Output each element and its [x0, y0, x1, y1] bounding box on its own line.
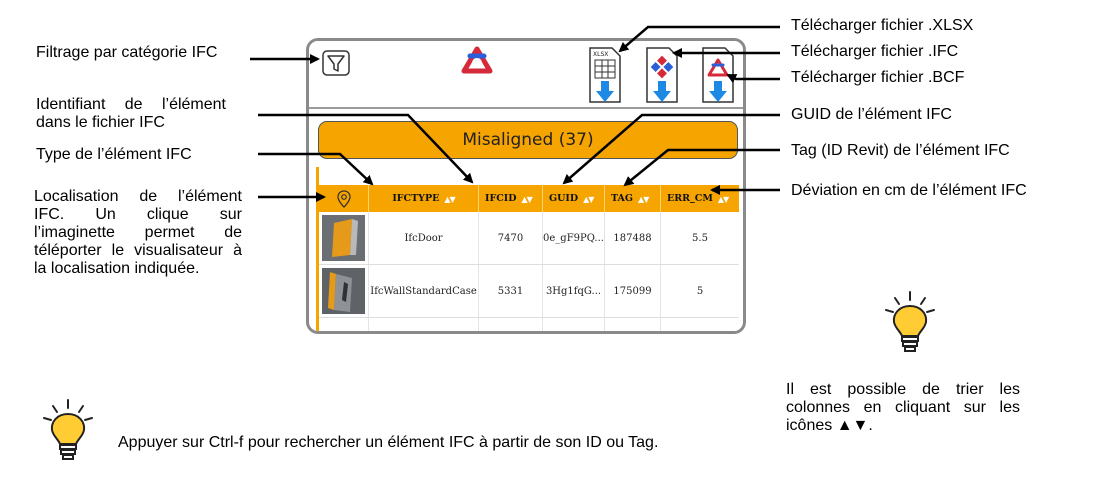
column-guid[interactable]: GUID ▲▼: [543, 185, 605, 212]
cell-tag: 175099: [605, 265, 661, 317]
element-thumbnail[interactable]: [322, 215, 365, 261]
column-ifcid-label: IFCID: [485, 193, 517, 204]
cell-ifcid: [479, 318, 543, 331]
filter-annotation: Filtrage par catégorie IFC: [36, 44, 218, 61]
column-tag[interactable]: TAG ▲▼: [605, 185, 661, 212]
arrow-xlsx: [618, 25, 780, 53]
tag-annotation: Tag (ID Revit) de l’élément IFC: [791, 142, 1010, 159]
filter-icon: [322, 50, 350, 76]
cell-ifctype: IfcDoor: [369, 212, 479, 264]
column-tag-label: TAG: [611, 193, 634, 204]
filter-button[interactable]: [322, 50, 350, 76]
ifc-download-icon: [646, 47, 678, 103]
cell-ifcid: 5331: [479, 265, 543, 317]
arrow-guid: [562, 113, 780, 185]
banner-title: Misaligned (37): [462, 130, 594, 150]
sort-icon[interactable]: ▲▼: [638, 193, 649, 204]
cell-err-cm: 5: [696, 285, 704, 297]
thumbnail-cell: [319, 318, 369, 331]
type-annotation: Type de l’élément IFC: [36, 146, 192, 163]
thumbnail-cell[interactable]: [319, 265, 369, 317]
category-banner[interactable]: Misaligned (37): [318, 121, 738, 159]
element-thumbnail[interactable]: [322, 268, 365, 314]
sort-icon[interactable]: ▲▼: [521, 193, 532, 204]
svg-text:XLSX: XLSX: [593, 51, 608, 58]
sort-icon[interactable]: ▲▼: [583, 193, 594, 204]
panel-toolbar: XLSX: [309, 41, 743, 109]
column-location: [319, 185, 369, 212]
lightbulb-icon: [43, 399, 93, 460]
arrow-type: [258, 152, 374, 186]
cell-guid: 3Hg1fqG...: [543, 265, 605, 317]
door-preview-icon: [322, 215, 365, 261]
location-pin-icon: [336, 189, 351, 208]
column-ifctype[interactable]: IFCTYPE ▲▼: [369, 185, 479, 212]
sort-icon[interactable]: ▲▼: [717, 193, 729, 204]
location-annotation: Localisation de l’élément IFC. Un clique…: [34, 188, 242, 277]
download-xlsx-annotation: Télécharger fichier .XLSX: [791, 17, 974, 34]
xlsx-download-icon: XLSX: [589, 47, 621, 103]
lightbulb-icon: [885, 291, 935, 352]
sort-tip: Il est possible de trier les colonnes en…: [786, 381, 1020, 434]
download-ifc-annotation: Télécharger fichier .IFC: [791, 43, 959, 60]
misaligned-panel: XLSX: [306, 38, 746, 334]
deviation-annotation: Déviation en cm de l’élément IFC: [791, 182, 1027, 199]
table-row[interactable]: IfcDoor 7470 0e_gF9PQ... 187488 5.5: [319, 212, 739, 265]
column-guid-label: GUID: [549, 193, 579, 204]
arrow-bcf: [726, 73, 780, 84]
arrow-ifcid: [258, 113, 474, 184]
download-ifc-button[interactable]: [645, 47, 679, 103]
column-err-cm-label: ERR_CM: [667, 193, 713, 204]
accent-bar: [316, 167, 319, 331]
column-err-cm[interactable]: ERR_CM ▲▼: [661, 185, 739, 212]
arrow-tag: [623, 148, 780, 187]
download-bcf-annotation: Télécharger fichier .BCF: [791, 69, 965, 86]
cell-ifcid: 7470: [479, 212, 543, 264]
cell-ifctype: [369, 318, 479, 331]
table-row[interactable]: IfcWallStandardCase 5331 3Hg1fqG... 1750…: [319, 265, 739, 318]
column-ifctype-label: IFCTYPE: [392, 193, 440, 204]
ifcid-annotation: Identifiant de l’élément dans le fichier…: [36, 96, 226, 131]
cell-tag: [605, 318, 661, 331]
cell-ifctype: IfcWallStandardCase: [369, 265, 479, 317]
cell-guid: 0e_gF9PQ...: [543, 212, 605, 264]
table-row: [319, 318, 739, 331]
cell-tag: 187488: [605, 212, 661, 264]
thumbnail-cell[interactable]: [319, 212, 369, 264]
cell-guid: [543, 318, 605, 331]
cell-err-cm: 5.5: [692, 232, 708, 244]
download-xlsx-button[interactable]: XLSX: [588, 47, 622, 103]
search-tip: Appuyer sur Ctrl-f pour rechercher un él…: [118, 434, 659, 451]
wall-preview-icon: [322, 268, 365, 314]
column-ifcid[interactable]: IFCID ▲▼: [479, 185, 543, 212]
sort-icon[interactable]: ▲▼: [444, 193, 455, 204]
guid-annotation: GUID de l’élément IFC: [791, 106, 952, 123]
app-logo-icon: [461, 46, 493, 74]
table-header: IFCTYPE ▲▼ IFCID ▲▼ GUID ▲▼ TAG ▲▼ ERR_CM ▲▼: [319, 185, 739, 212]
